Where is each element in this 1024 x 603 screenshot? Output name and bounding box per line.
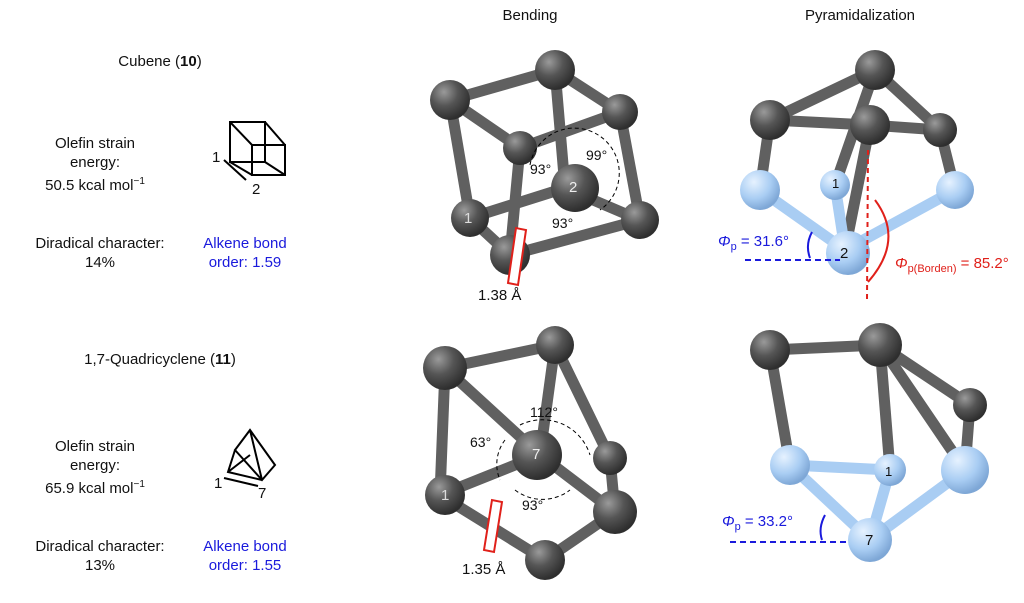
quadricyclene-atom-1-label: 1 [214, 475, 223, 492]
quad-pyr-atom-1: 1 [885, 464, 893, 479]
quad-angle-c: 93° [522, 497, 544, 513]
quadricyclene-diradical: Diradical character:13% [35, 538, 165, 574]
quad-bend-atom-7: 7 [532, 446, 541, 463]
quad-angle-a: 112° [530, 404, 558, 420]
cubene-phi-p: Φp = 31.6° [718, 233, 789, 253]
cubene-pyramidalization-model [740, 50, 974, 301]
cubene-angle-c: 93° [552, 215, 574, 231]
cubene-bond-length: 1.38 Å [478, 287, 522, 304]
cubene-bend-atom-2: 2 [569, 179, 578, 196]
header-bending: Bending [502, 7, 558, 24]
cubene-angle-a: 93° [530, 161, 552, 177]
cubene-pyr-atom-2: 2 [840, 245, 849, 262]
cubene-pyr-atom-1: 1 [832, 176, 840, 191]
quadricyclene-title: 1,7-Quadricyclene (11) [84, 351, 236, 368]
cubene-atom-1-label: 1 [212, 149, 221, 166]
header-pyramidalization: Pyramidalization [804, 7, 916, 24]
quadricyclene-bending-model [423, 326, 637, 580]
cubene-phi-borden: Φp(Borden) = 85.2° [895, 255, 1009, 275]
cubene-angle-b: 99° [586, 147, 608, 163]
quad-bend-atom-1: 1 [441, 487, 450, 504]
cubene-bending-model [430, 50, 659, 287]
quadricyclene-atom-7-label: 7 [258, 485, 267, 502]
cubene-structure [223, 121, 286, 181]
cubene-title: Cubene (10) [118, 53, 202, 70]
cubene-bend-atom-1: 1 [464, 210, 473, 227]
quadricyclene-structure [223, 428, 277, 487]
quad-pyr-atom-7: 7 [865, 532, 874, 549]
cubene-diradical: Diradical character:14% [35, 235, 165, 271]
quad-bond-length: 1.35 Å [462, 561, 506, 578]
quadricyclene-pyramidalization-model [730, 323, 989, 562]
cubene-atom-2-label: 2 [252, 181, 261, 198]
quad-phi-p: Φp = 33.2° [722, 513, 793, 533]
quad-angle-b: 63° [470, 434, 492, 450]
